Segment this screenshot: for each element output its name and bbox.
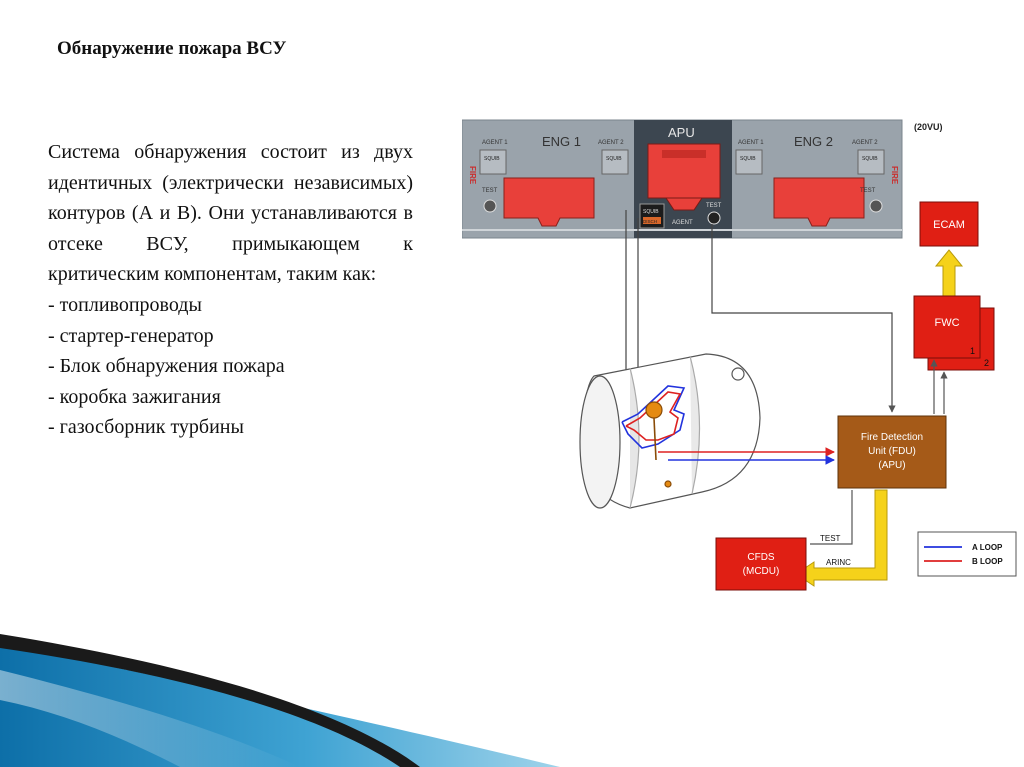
fdu-box (837, 415, 947, 489)
fwc-box-1 (913, 295, 981, 359)
overhead-panel: (20VU) FIRE AGENT 1 ENG 1 AGENT 2 SQUIB … (462, 119, 943, 239)
arinc-arrow (795, 489, 888, 587)
ecam-label: ECAM (933, 219, 965, 231)
agent-label: AGENT (672, 220, 693, 226)
eng1-fire-handle[interactable] (503, 177, 595, 227)
test-line (810, 490, 853, 545)
agent1-label: AGENT 1 (482, 140, 508, 146)
ecam-arrow (934, 249, 964, 297)
eng2-label: ENG 2 (794, 134, 833, 149)
test-label: TEST (860, 188, 876, 194)
squib-label: SQUIB (643, 209, 659, 215)
fdu-label-line3: (APU) (878, 460, 905, 471)
agent2-label: AGENT 2 (852, 140, 878, 146)
legend: A LOOP B LOOP (917, 531, 1017, 577)
legend-b-loop: B LOOP (972, 557, 1003, 566)
agent2-label: AGENT 2 (598, 140, 624, 146)
list-item: - коробка зажигания (48, 385, 221, 408)
legend-a-loop: A LOOP (972, 543, 1003, 552)
fwc-number-2: 2 (984, 358, 989, 368)
squib-label: SQUIB (740, 156, 756, 162)
ecam-box (919, 201, 979, 247)
agent2-squib-button[interactable] (601, 149, 629, 175)
squib-label: SQUIB (484, 156, 500, 162)
squib-label: SQUIB (606, 156, 622, 162)
intro-paragraph: Система обнаружения состоит из двух иден… (48, 141, 413, 286)
loop-wires (658, 447, 835, 465)
agent1-label: AGENT 1 (738, 140, 764, 146)
test-connection-label: TEST (820, 534, 841, 543)
cfds-label-line1: CFDS (747, 552, 775, 563)
fire-side-label-left: FIRE (468, 166, 477, 185)
disch-label: DISCH (643, 219, 657, 224)
fire-detection-diagram: (20VU) FIRE AGENT 1 ENG 1 AGENT 2 SQUIB … (462, 119, 1017, 591)
list-item: - топливопроводы (48, 293, 202, 316)
test-label: TEST (482, 188, 498, 194)
agent1-squib-button[interactable] (735, 149, 763, 175)
eng1-label: ENG 1 (542, 134, 581, 149)
list-item: - стартер-генератор (48, 324, 214, 347)
slide-title: Обнаружение пожара ВСУ (57, 38, 287, 59)
fwc-feeds (930, 359, 948, 414)
squib-label: SQUIB (862, 156, 878, 162)
panel-id-label: (20VU) (914, 122, 943, 132)
test-label: TEST (706, 203, 722, 209)
apu-squib-button[interactable] (639, 203, 665, 229)
apu-label: APU (668, 125, 695, 140)
apu-compartment (579, 353, 761, 509)
fwc-number-1: 1 (970, 346, 975, 356)
cfds-label-line2: (MCDU) (743, 566, 780, 577)
fire-side-label-right: FIRE (890, 166, 899, 185)
arinc-connection-label: ARINC (826, 558, 851, 567)
body-text: Система обнаружения состоит из двух иден… (48, 137, 413, 443)
agent2-squib-button[interactable] (857, 149, 885, 175)
footer-swoosh (0, 634, 560, 767)
eng1-test-button[interactable] (483, 199, 497, 213)
fwc-label: FWC (934, 317, 959, 329)
agent1-squib-button[interactable] (479, 149, 507, 175)
cfds-box (715, 537, 807, 591)
eng2-fire-handle[interactable] (773, 177, 865, 227)
fdu-label-line1: Fire Detection (861, 432, 923, 443)
apu-test-button[interactable] (707, 211, 721, 225)
list-item: - Блок обнаружения пожара (48, 355, 285, 378)
fdu-label-line2: Unit (FDU) (868, 446, 916, 457)
eng2-test-button[interactable] (869, 199, 883, 213)
list-item: - газосборник турбины (48, 416, 244, 439)
